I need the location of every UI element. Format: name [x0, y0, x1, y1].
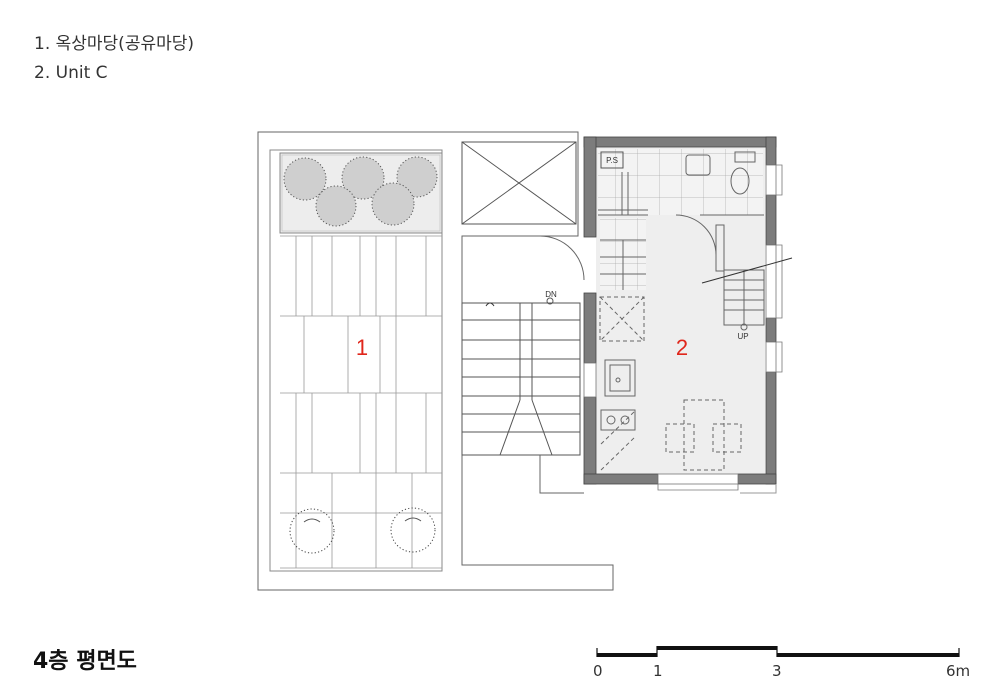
stair — [461, 297, 581, 456]
room-number-rooftop: 1 — [356, 335, 368, 360]
unit-c-stair — [701, 257, 793, 331]
elevator-void — [461, 141, 577, 225]
scale-label-1: 1 — [653, 662, 663, 680]
scale-label-0: 0 — [593, 662, 603, 680]
room-number-unit-c: 2 — [676, 335, 688, 360]
scale-label-6m: 6m — [946, 662, 971, 680]
stair-dn-label: DN — [545, 290, 557, 299]
lower-outline — [740, 484, 777, 494]
rooftop-deck — [280, 235, 442, 569]
scale-label-3: 3 — [772, 662, 782, 680]
stair-up-label: UP — [737, 332, 748, 341]
windows — [583, 164, 783, 491]
legend-item-rooftop: 1. 옥상마당(공유마당) — [34, 34, 195, 54]
unit-c-floor — [596, 147, 765, 475]
unit-c-interior — [598, 151, 764, 471]
shrubs-top — [283, 156, 438, 227]
entry-door — [539, 235, 585, 494]
pipe-shaft-label: P.S — [606, 156, 618, 165]
legend-item-unit-c: 2. Unit C — [34, 63, 108, 83]
shrubs-bottom — [289, 507, 436, 554]
page-title: 4층 평면도 — [33, 649, 137, 674]
legend: 1. 옥상마당(공유마당) 2. Unit C — [34, 30, 194, 88]
scale-bar — [596, 646, 960, 657]
